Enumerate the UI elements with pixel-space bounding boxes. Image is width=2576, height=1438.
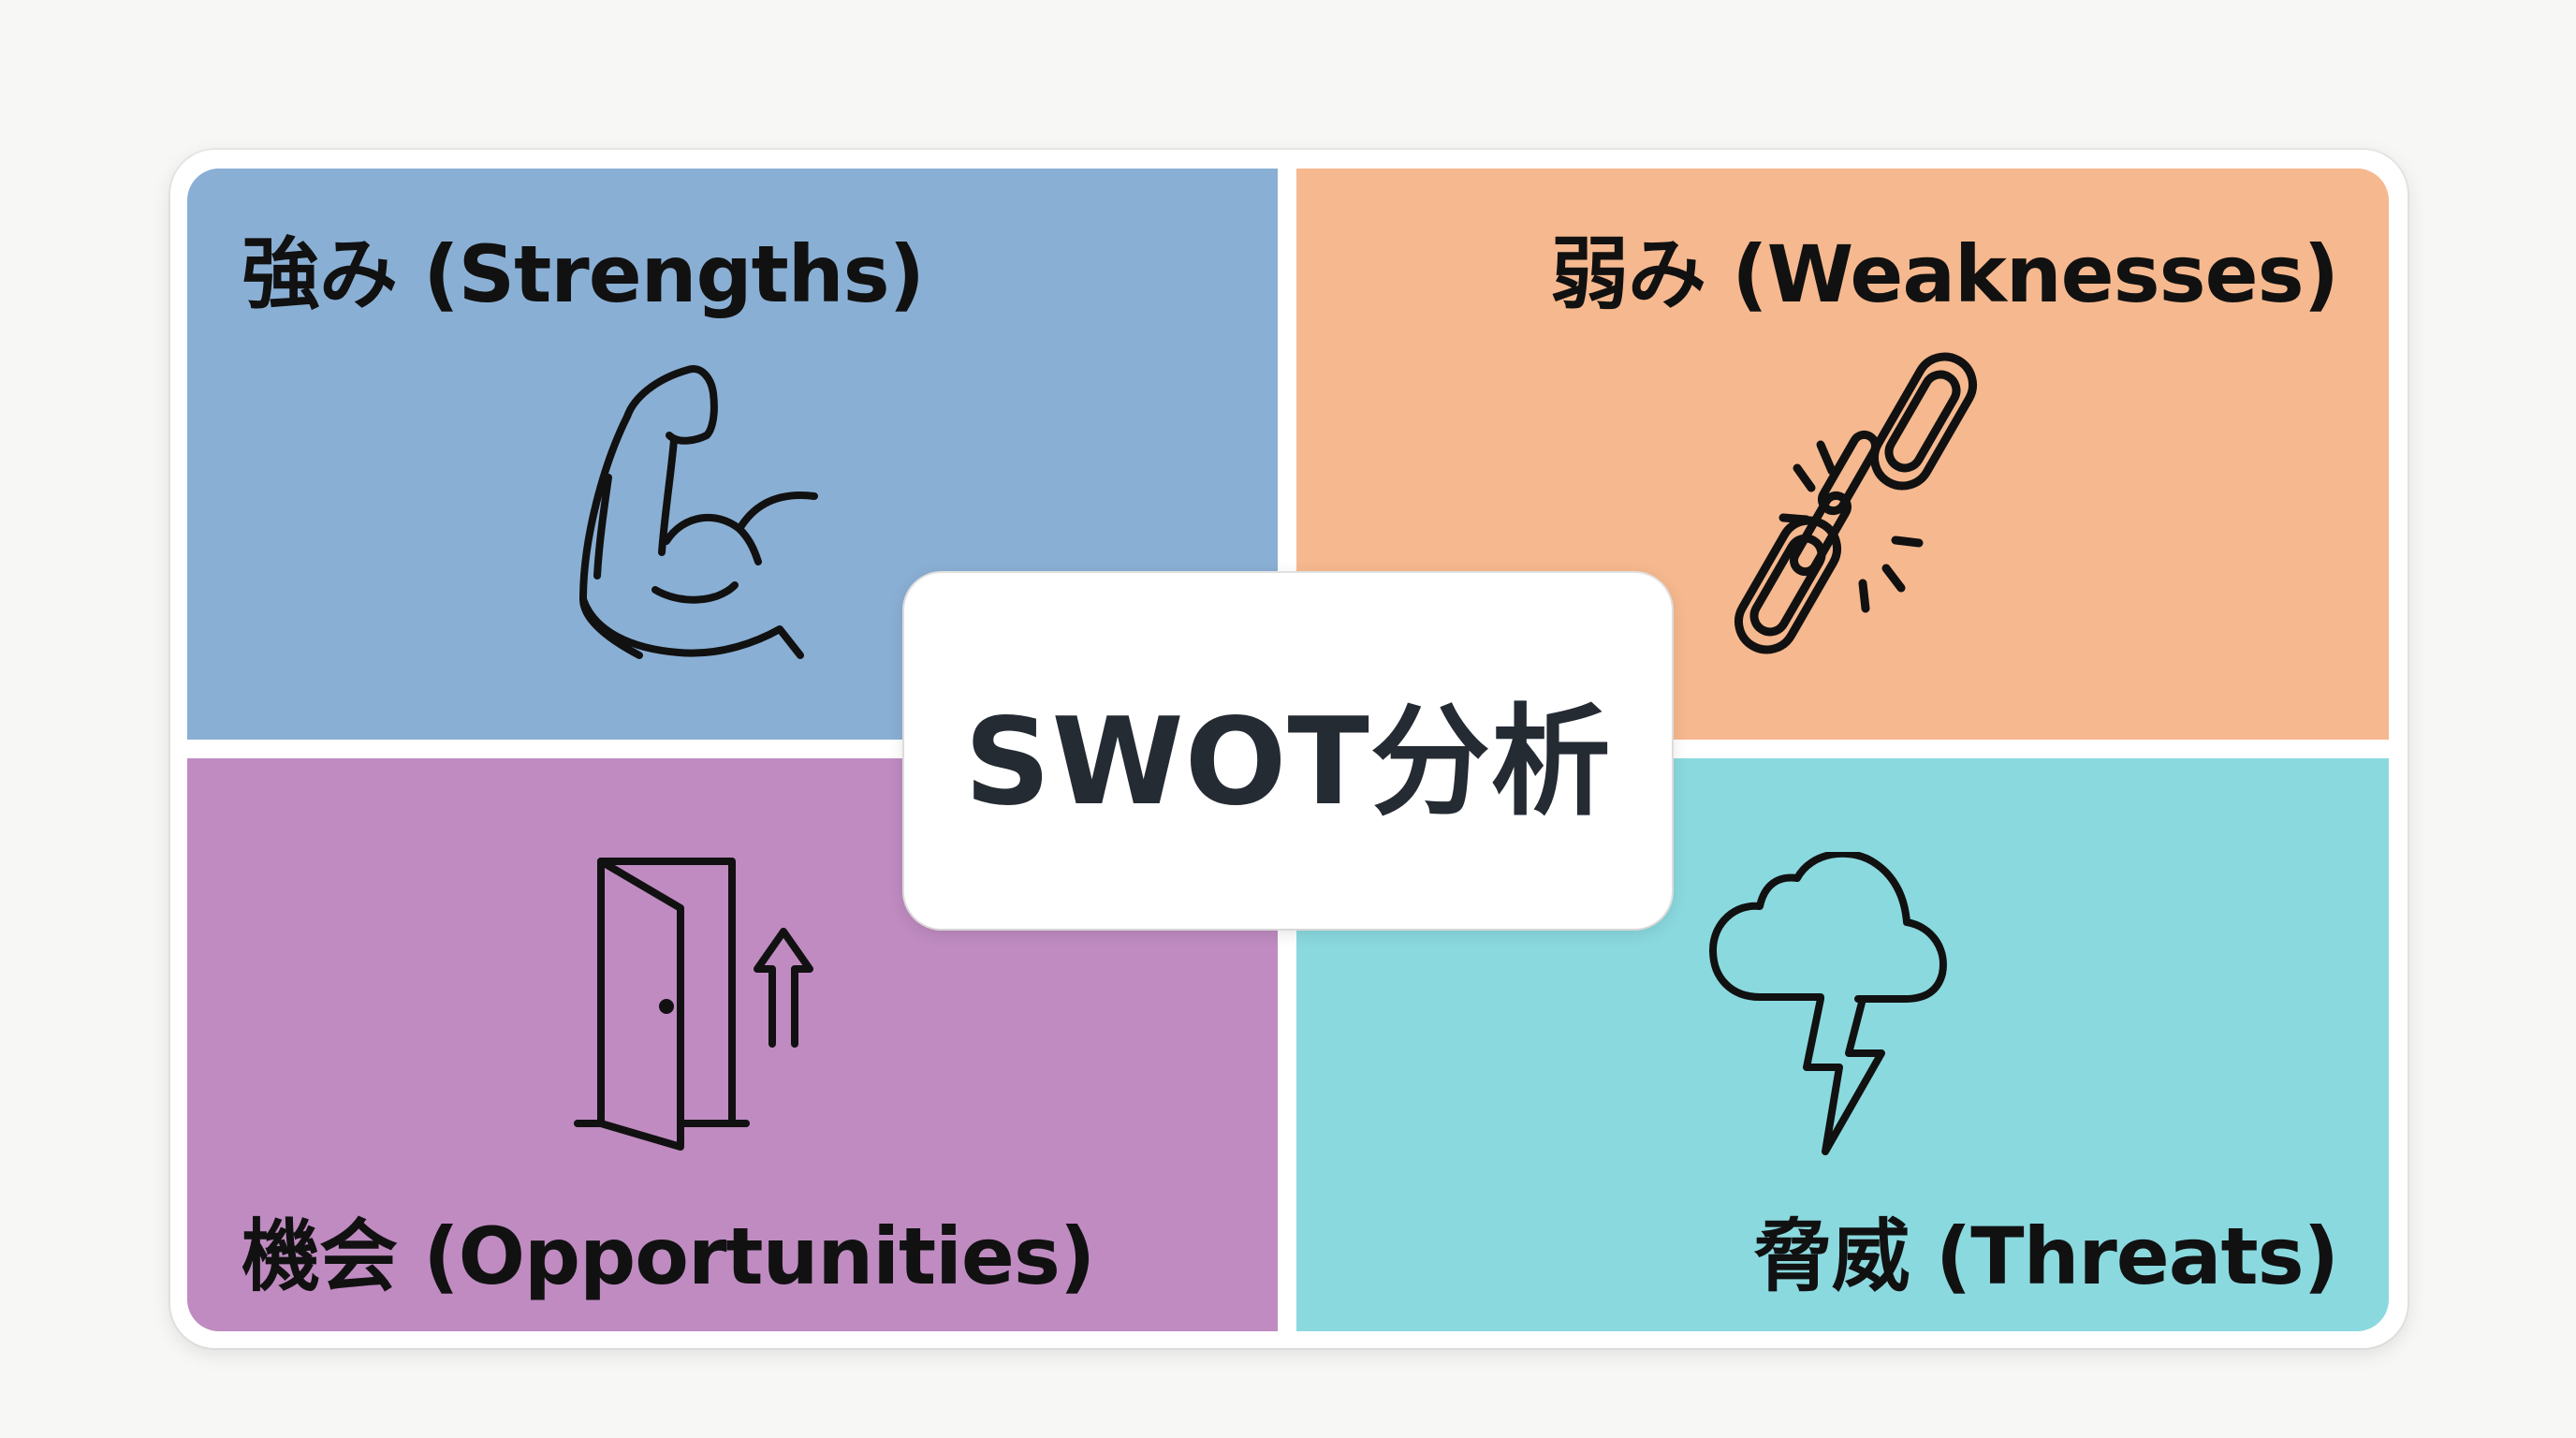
flexed-bicep-icon xyxy=(566,351,875,660)
storm-cloud-icon xyxy=(1708,852,2008,1161)
strengths-label: 強み (Strengths) xyxy=(242,228,925,320)
open-door-arrow-icon xyxy=(573,852,872,1170)
opportunities-label: 機会 (Opportunities) xyxy=(242,1211,1095,1302)
center-title: SWOT分析 xyxy=(964,692,1612,832)
threats-label: 脅威 (Threats) xyxy=(1753,1211,2339,1302)
weaknesses-label: 弱み (Weaknesses) xyxy=(1550,228,2339,320)
broken-chain-icon xyxy=(1708,351,2017,660)
center-title-box: SWOT分析 xyxy=(904,573,1672,929)
